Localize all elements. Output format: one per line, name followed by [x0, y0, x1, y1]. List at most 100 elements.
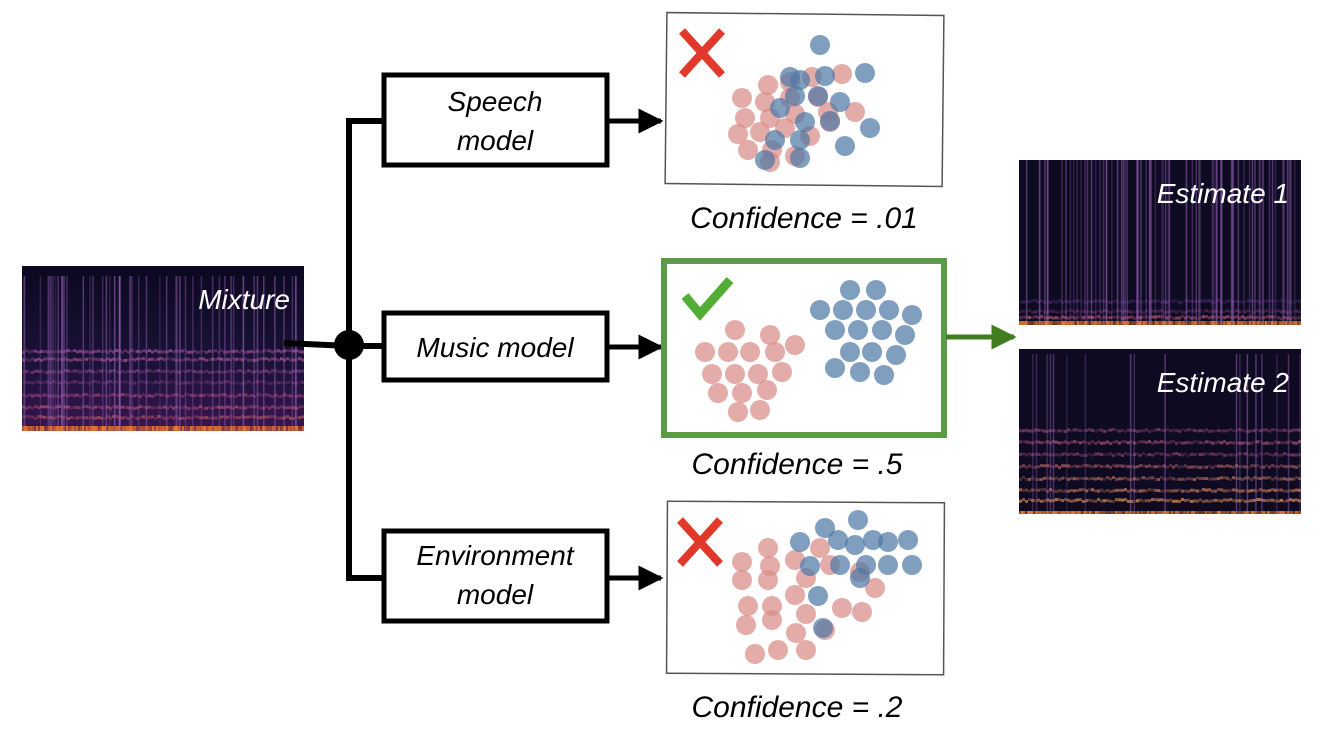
red-cluster-point — [748, 364, 768, 384]
red-cluster-point — [695, 342, 715, 362]
music-embedding-panel — [661, 258, 947, 438]
blue-cluster-point — [820, 111, 840, 131]
red-cluster-point — [796, 640, 816, 660]
music-confidence-label: Confidence = .5 — [692, 448, 903, 481]
blue-cluster-point — [830, 555, 850, 575]
blue-cluster-point — [895, 325, 915, 345]
blue-cluster-point — [879, 300, 899, 320]
red-cluster-point — [732, 552, 752, 572]
red-cluster-point — [740, 342, 760, 362]
music-embedding-points — [695, 280, 922, 422]
estimate-2-spectrogram: Estimate 2 — [1019, 349, 1301, 514]
blue-cluster-point — [898, 530, 918, 550]
blue-cluster-point — [850, 568, 870, 588]
red-cluster-point — [718, 342, 738, 362]
blue-cluster-point — [785, 86, 805, 106]
blue-cluster-point — [860, 118, 880, 138]
red-cluster-point — [865, 578, 885, 598]
blue-cluster-point — [770, 98, 790, 118]
mixture-label: Mixture — [198, 284, 290, 315]
estimate-2-label: Estimate 2 — [1157, 367, 1290, 398]
red-cluster-point — [708, 383, 728, 403]
red-cluster-point — [785, 550, 805, 570]
blue-cluster-point — [848, 320, 868, 340]
red-cluster-point — [738, 140, 758, 160]
speech-model-label-line1: Speech — [448, 86, 543, 117]
red-cluster-point — [832, 598, 852, 618]
red-cluster-point — [768, 640, 788, 660]
red-cluster-point — [760, 325, 780, 345]
blue-cluster-point — [825, 358, 845, 378]
estimate-2-spectrogram-texture — [1019, 354, 1301, 514]
blue-cluster-point — [874, 365, 894, 385]
red-cluster-point — [755, 92, 775, 112]
speech-model-label-line2: model — [457, 125, 534, 156]
red-cluster-point — [772, 362, 792, 382]
estimate-1-spectrogram-texture — [1019, 160, 1301, 325]
blue-cluster-point — [815, 518, 835, 538]
speech-model-box: Speech model — [381, 72, 610, 168]
environment-embedding-panel — [665, 500, 946, 676]
red-cluster-point — [852, 602, 872, 622]
environment-model-box: Environment model — [381, 528, 610, 624]
red-cluster-point — [728, 124, 748, 144]
blue-cluster-point — [902, 555, 922, 575]
red-cluster-point — [702, 364, 722, 384]
blue-cluster-point — [815, 66, 835, 86]
x-mark-icon — [677, 517, 723, 567]
red-cluster-point — [785, 585, 805, 605]
music-model-box: Music model — [381, 310, 610, 383]
blue-cluster-point — [755, 150, 775, 170]
red-cluster-point — [765, 342, 785, 362]
blue-cluster-point — [835, 136, 855, 156]
blue-cluster-point — [795, 112, 815, 132]
blue-cluster-point — [790, 148, 810, 168]
environment-embedding-points — [732, 510, 922, 664]
estimate-1-spectrogram: Estimate 1 — [1019, 160, 1301, 325]
blue-cluster-point — [866, 280, 886, 300]
red-cluster-point — [758, 570, 778, 590]
red-cluster-point — [735, 108, 755, 128]
blue-cluster-point — [862, 342, 882, 362]
blue-cluster-point — [810, 300, 830, 320]
environment-model-label-line2: model — [457, 579, 534, 610]
blue-cluster-point — [810, 35, 830, 55]
blue-cluster-point — [833, 300, 853, 320]
blue-cluster-point — [808, 86, 828, 106]
red-cluster-point — [758, 75, 778, 95]
blue-cluster-point — [813, 618, 833, 638]
red-cluster-point — [725, 364, 745, 384]
red-cluster-point — [750, 400, 770, 420]
blue-cluster-point — [848, 510, 868, 530]
blue-cluster-point — [840, 342, 860, 362]
speech-embedding-points — [728, 35, 880, 172]
mixture-spectrogram: Mixture — [22, 266, 304, 431]
blue-cluster-point — [825, 320, 845, 340]
red-cluster-point — [738, 596, 758, 616]
blue-cluster-point — [800, 556, 820, 576]
red-cluster-point — [845, 102, 865, 122]
red-cluster-point — [786, 623, 806, 643]
blue-cluster-point — [830, 92, 850, 112]
red-cluster-point — [785, 335, 805, 355]
red-cluster-point — [762, 596, 782, 616]
blue-cluster-point — [845, 535, 865, 555]
blue-cluster-point — [886, 345, 906, 365]
red-cluster-point — [725, 320, 745, 340]
speech-embedding-panel — [664, 11, 945, 188]
branch-junction-dot — [334, 330, 364, 360]
blue-cluster-point — [878, 532, 898, 552]
red-cluster-point — [796, 604, 816, 624]
blue-cluster-point — [872, 320, 892, 340]
x-mark-icon — [679, 28, 725, 78]
estimate-1-label: Estimate 1 — [1157, 178, 1289, 209]
red-cluster-point — [732, 383, 752, 403]
blue-cluster-point — [790, 130, 810, 150]
blue-cluster-point — [856, 300, 876, 320]
blue-cluster-point — [863, 530, 883, 550]
environment-confidence-label: Confidence = .2 — [692, 691, 903, 724]
environment-model-label-line1: Environment — [416, 540, 574, 571]
red-cluster-point — [736, 615, 756, 635]
blue-cluster-point — [790, 70, 810, 90]
